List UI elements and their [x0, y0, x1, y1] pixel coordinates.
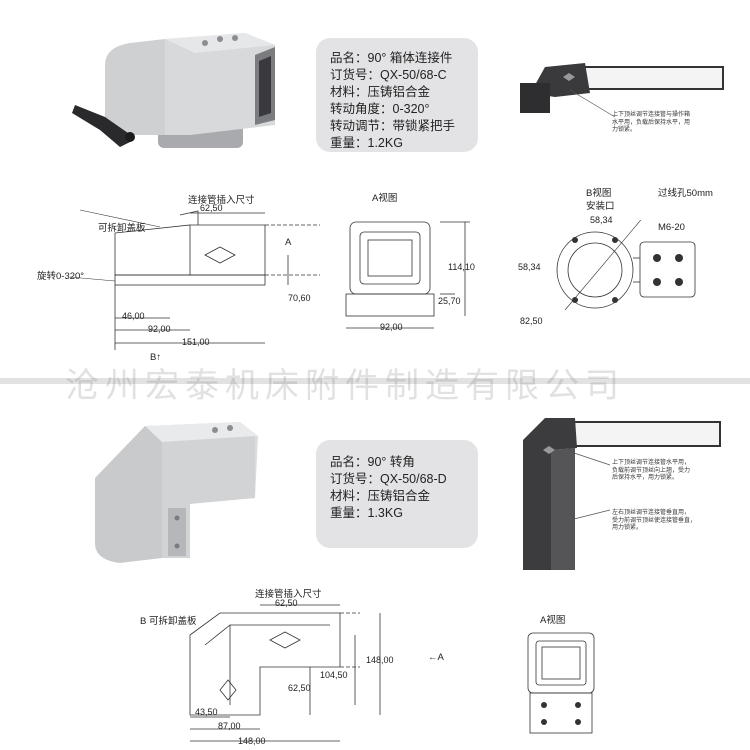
product2-dim-104-50: 104,50	[320, 670, 348, 680]
product1-view-b-dim-left: 58,34	[518, 262, 541, 272]
product2-spec-weight: 重量：1.3KG	[330, 506, 403, 520]
product2-side-drawing	[189, 604, 381, 742]
product2-spec-order: 订货号：QX-50/68-D	[330, 472, 447, 486]
product2-note1-line: 负载前调节顶丝向上翘，受力	[612, 467, 691, 474]
product1-dim-151-00: 151,00	[182, 337, 210, 347]
product2-view-a-drawing	[527, 632, 595, 734]
product1-note-line: 上下顶丝调节连接管与操作箱	[612, 112, 691, 118]
product2-dim-87-00: 87,00	[218, 721, 241, 731]
company-watermark: 沧州宏泰机床附件制造有限公司	[65, 366, 625, 406]
product2-note2-line: 用力锁紧。	[612, 525, 643, 531]
product1-spec-box: 品名：90° 箱体连接件 订货号：QX-50/68-C 材料：压铸铝合金 转动角…	[316, 38, 478, 152]
product1-dim-46-00: 46,00	[122, 311, 145, 321]
product2-note1-line: 上下顶丝调节连接管水平用，	[612, 460, 691, 466]
product2-note2-line: 左右顶丝调节连接管垂直用，	[612, 510, 691, 516]
product2-removable-cover-label: B 可拆卸盖板	[140, 616, 197, 627]
product1-view-a-dim-25-70: 25,70	[438, 296, 461, 306]
product1-note-line: 水平用，负载后保持水平，用	[612, 119, 691, 126]
product1-view-b-drawing	[556, 220, 696, 311]
product2-dim-43-50: 43,50	[195, 707, 218, 717]
product1-dim-62-50: 62,50	[200, 203, 223, 213]
product2-dim-148-00-horiz: 148,00	[238, 736, 266, 746]
product1-b-mark: B↑	[150, 352, 162, 363]
product2-note-vertical: 左右顶丝调节连接管垂直用， 受力前调节顶丝使连接管垂直， 用力锁紧。	[612, 510, 702, 533]
product1-spec-order: 订货号：QX-50/68-C	[330, 68, 447, 82]
product1-view-b-title: B视图	[586, 188, 612, 199]
product2-view-a-title: A视图	[540, 615, 566, 626]
product1-photo	[72, 33, 275, 148]
product2-insert-size-label: 连接管插入尺寸	[255, 589, 322, 600]
product2-note2-line: 受力前调节顶丝使连接管垂直，	[612, 517, 697, 524]
product2-application-sketch	[523, 418, 721, 570]
product1-spec-name: 品名：90° 箱体连接件	[330, 51, 453, 65]
product2-a-mark: ←A	[428, 652, 444, 663]
product1-view-b-subtitle: 安装口	[586, 201, 615, 212]
product1-note-line: 力锁紧。	[612, 127, 637, 133]
product1-b-mark-text: B	[150, 352, 157, 363]
product1-spec-angle: 转动角度：0-320°	[330, 102, 430, 116]
product1-view-b-screw-label: M6-20	[658, 222, 685, 233]
product1-dim-92-00: 92,00	[148, 324, 171, 334]
product2-spec-material: 材料：压铸铝合金	[330, 489, 431, 503]
product2-a-mark-text: A	[437, 652, 444, 663]
product1-view-b-dim-top: 58,34	[590, 215, 613, 225]
product1-view-a-dim-92-00: 92,00	[380, 322, 403, 332]
product2-dim-62-50-top: 62,50	[275, 598, 298, 608]
product1-view-b-dim-diag: 82,50	[520, 316, 543, 326]
product1-removable-cover-label: 可拆卸盖板	[98, 223, 146, 234]
section-divider	[0, 378, 750, 384]
product1-view-a-dim-114-10: 114,10	[448, 262, 475, 272]
product2-spec-box: 品名：90° 转角 订货号：QX-50/68-D 材料：压铸铝合金 重量：1.3…	[316, 440, 478, 548]
product1-insert-size-label: 连接管插入尺寸	[188, 195, 255, 206]
product2-dim-62-50-inner: 62,50	[288, 683, 311, 693]
product2-note-horizontal: 上下顶丝调节连接管水平用， 负载前调节顶丝向上翘，受力 后保持水平，用力锁紧。	[612, 460, 702, 483]
product2-dim-148-00-vert: 148,00	[366, 655, 394, 665]
product1-rotation-label: 旋转0-320°	[37, 271, 85, 282]
product1-view-b-hole-label: 过线孔50mm	[658, 188, 713, 199]
product1-application-sketch	[520, 63, 724, 118]
product1-spec-adjust: 转动调节：带锁紧把手	[330, 119, 456, 133]
product1-view-a-drawing	[345, 221, 470, 329]
product1-spec-material: 材料：压铸铝合金	[330, 85, 431, 99]
product2-spec-name: 品名：90° 转角	[330, 455, 415, 469]
product1-a-mark: A	[285, 237, 292, 248]
product1-note: 上下顶丝调节连接管与操作箱 水平用，负载后保持水平，用 力锁紧。	[612, 112, 692, 135]
product2-note1-line: 后保持水平，用力锁紧。	[612, 475, 679, 481]
product1-dim-70-60: 70,60	[288, 293, 311, 303]
product1-spec-weight: 重量：1.2KG	[330, 136, 403, 150]
product2-photo	[95, 422, 258, 563]
product1-view-a-title: A视图	[372, 193, 398, 204]
product1-side-drawing	[69, 209, 320, 350]
